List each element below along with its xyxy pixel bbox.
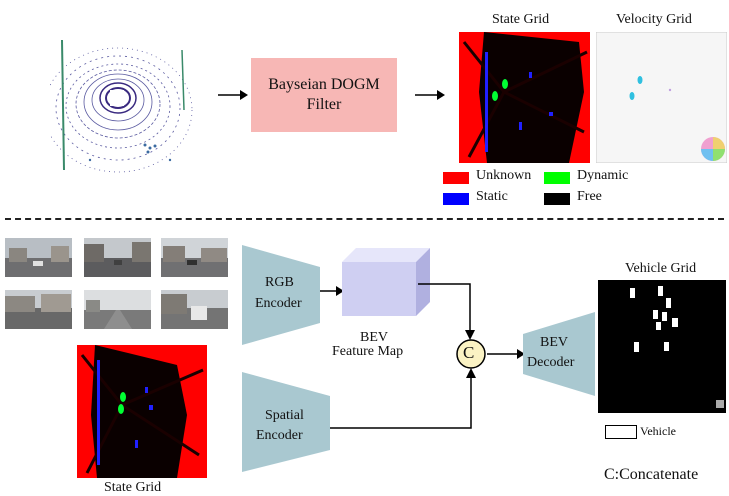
bev-feature-map-cube: [342, 248, 430, 316]
rgb-encoder-label-line1: RGB: [265, 275, 294, 290]
arrow-filter-to-state-grid: [415, 90, 445, 100]
filter-label-line1: Bayseian DOGM: [268, 76, 380, 93]
arrow-concat-to-decoder: [487, 349, 525, 359]
camera-image-1: [5, 238, 72, 277]
bev-feature-label-line1: BEV: [360, 330, 388, 345]
concat-symbol: C: [463, 343, 475, 362]
velocity-grid-image: [596, 32, 727, 163]
arrow-lidar-to-filter: [218, 90, 248, 100]
concatenate-note: C:Concatenate: [604, 466, 699, 483]
section-divider: [5, 218, 724, 220]
filter-label-line2: Filter: [306, 96, 342, 113]
legend-label-static: Static: [476, 189, 508, 204]
legend-swatch-dynamic: [544, 172, 570, 184]
camera-image-4: [5, 290, 72, 329]
legend-label-dynamic: Dynamic: [577, 168, 629, 183]
state-grid-caption-bottom: State Grid: [104, 480, 162, 495]
lidar-point-cloud: [50, 39, 193, 173]
state-grid-image-bottom: [77, 345, 207, 478]
rgb-encoder-shape: [242, 245, 320, 345]
camera-image-5: [84, 290, 151, 329]
camera-image-6: [161, 290, 228, 329]
legend-swatch-free: [544, 193, 570, 205]
legend-swatch-static: [443, 193, 469, 205]
dogm-filter-box: Bayseian DOGM Filter: [251, 58, 397, 132]
vehicle-grid-image: [598, 280, 726, 413]
arrow-spatial-to-concat: [330, 368, 476, 429]
vehicle-legend-swatch: [605, 425, 637, 439]
spatial-encoder-label-line1: Spatial: [265, 408, 304, 423]
spatial-encoder-label-line2: Encoder: [256, 428, 303, 443]
legend-label-free: Free: [577, 189, 602, 204]
bev-feature-label-line2: Feature Map: [332, 344, 404, 359]
bev-decoder-label-line2: Decoder: [527, 355, 575, 370]
rgb-encoder-label-line2: Encoder: [255, 296, 302, 311]
legend-swatch-unknown: [443, 172, 469, 184]
vehicle-legend-label: Vehicle: [640, 424, 676, 438]
arrow-feature-map-to-concat: [418, 283, 475, 340]
camera-image-3: [161, 238, 228, 277]
state-grid-image-top: [459, 32, 590, 163]
state-grid-title: State Grid: [492, 12, 550, 27]
velocity-grid-title: Velocity Grid: [616, 12, 692, 27]
arrow-rgb-to-feature-map: [320, 286, 344, 296]
legend-label-unknown: Unknown: [476, 168, 532, 183]
camera-image-2: [84, 238, 151, 277]
bev-decoder-label-line1: BEV: [540, 335, 568, 350]
vehicle-grid-title: Vehicle Grid: [625, 261, 697, 276]
spatial-encoder-shape: [242, 372, 330, 472]
bev-decoder-shape: [523, 312, 595, 396]
